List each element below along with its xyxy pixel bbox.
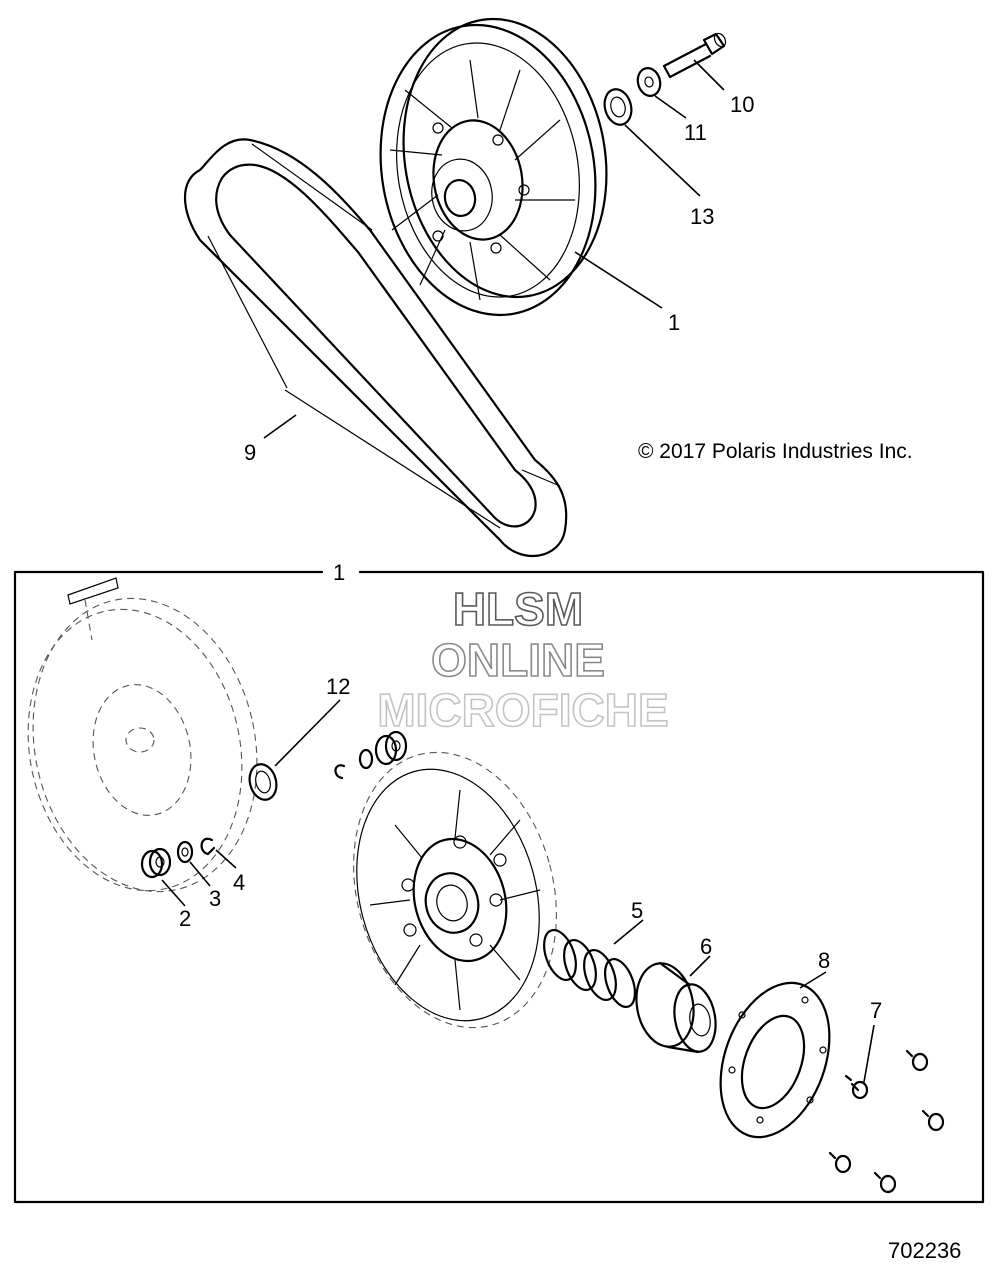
callout-6: 6 [700, 934, 712, 959]
callout-7: 7 [870, 998, 882, 1023]
moveable-sheave[interactable] [324, 729, 586, 1050]
bolt-part-10[interactable] [662, 31, 728, 79]
callout-3: 3 [209, 886, 221, 911]
spring-cup-part-6[interactable] [630, 959, 720, 1055]
callout-9: 9 [244, 440, 256, 465]
e-clip-part-4[interactable] [200, 837, 216, 856]
watermark-line-2: ONLINE [431, 634, 605, 686]
cover-plate-part-8[interactable] [701, 968, 850, 1153]
diagram-code: 702236 [888, 1238, 961, 1263]
copyright-text: © 2017 Polaris Industries Inc. [638, 440, 913, 463]
washer-part-3[interactable] [176, 840, 194, 864]
roller-set-upper[interactable] [334, 730, 408, 780]
callout-1-top: 1 [668, 310, 680, 335]
fixed-sheave-phantom [27, 577, 258, 893]
spring-part-5[interactable] [538, 926, 641, 1011]
washer-part-11[interactable] [635, 66, 663, 99]
watermark-line-1: HLSM [453, 583, 583, 635]
secondary-clutch-assembly-part-1[interactable] [358, 3, 628, 332]
callout-13: 13 [690, 204, 714, 229]
callout-2: 2 [179, 906, 191, 931]
callout-4: 4 [233, 870, 245, 895]
washer-part-12[interactable] [246, 761, 280, 803]
washer-part-13[interactable] [601, 86, 635, 128]
detail-box-part-1: 1 [13, 560, 985, 1204]
drive-belt-part-9[interactable] [183, 138, 568, 558]
watermark-line-3: MICROFICHE [377, 684, 668, 736]
callout-11: 11 [684, 120, 707, 145]
callout-12: 12 [326, 674, 350, 699]
callout-10: 10 [730, 92, 754, 117]
screws-part-7[interactable] [828, 1049, 945, 1194]
callout-8: 8 [818, 948, 830, 973]
callout-5: 5 [631, 898, 643, 923]
callout-1-box: 1 [333, 560, 345, 585]
roller-part-2[interactable] [140, 847, 172, 879]
